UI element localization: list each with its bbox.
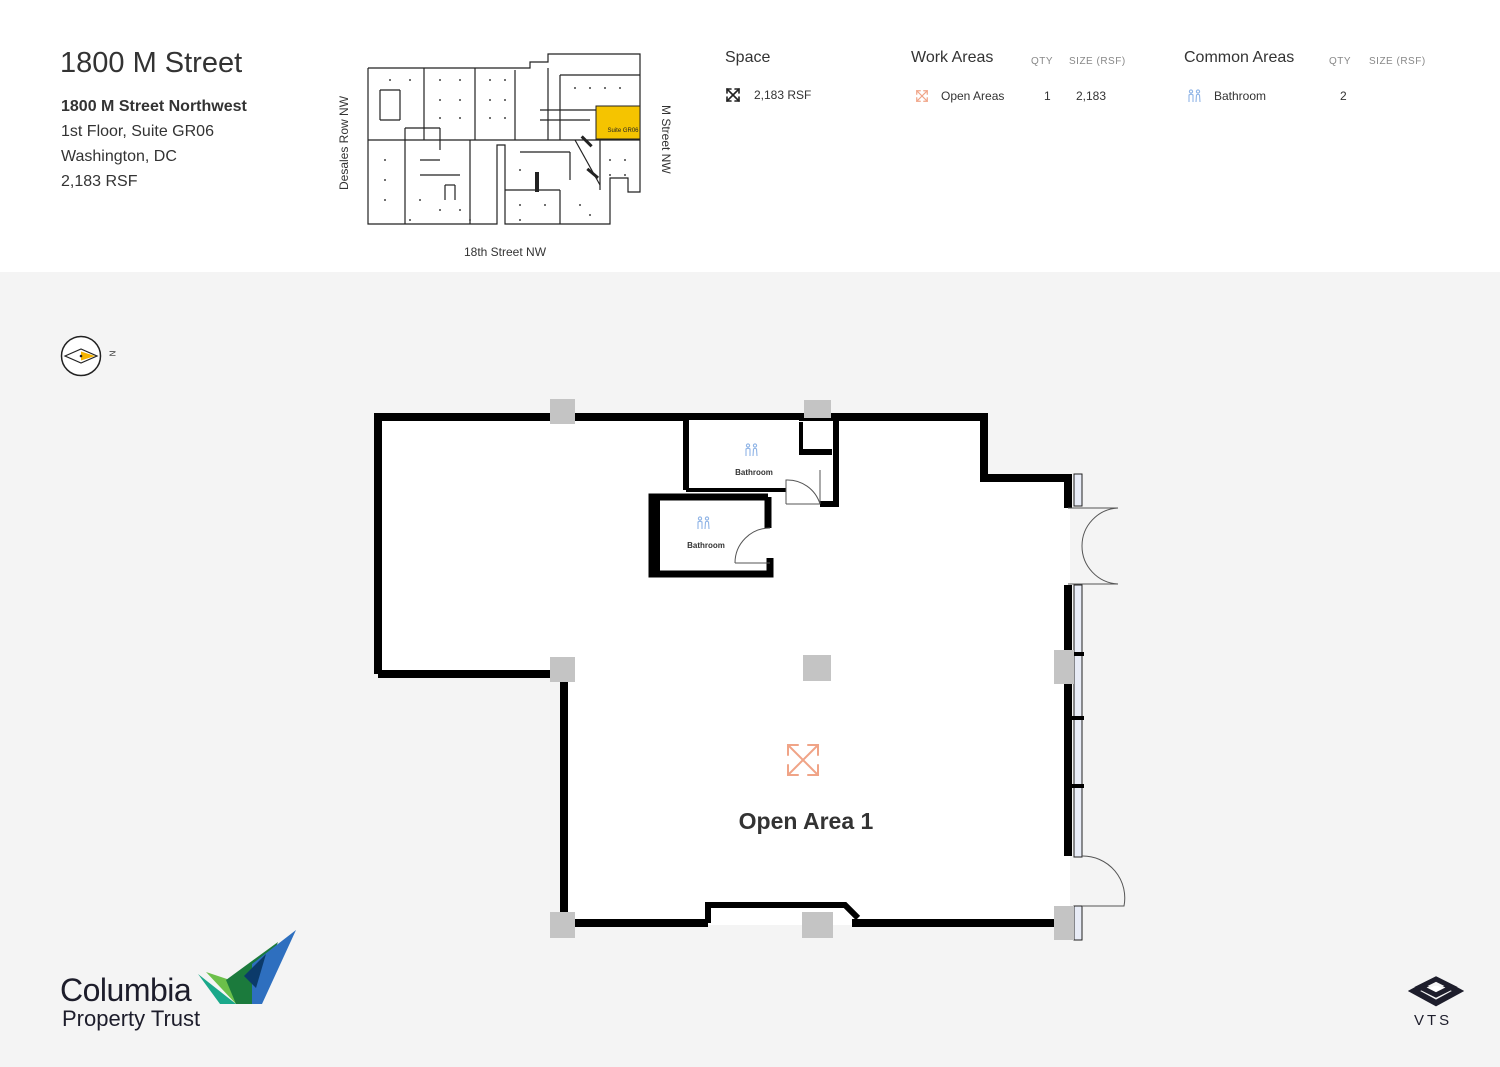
- work-area-row-qty: 1: [1044, 89, 1051, 103]
- common-area-row-label: Bathroom: [1214, 89, 1267, 103]
- logo-text-line1: Columbia: [60, 972, 192, 1008]
- restroom-icon: [697, 516, 710, 530]
- building-key-map: Suite GR06 Desales Row NW M Street NW 18…: [337, 53, 673, 259]
- vts-logo-text: VTS: [1414, 1012, 1453, 1029]
- restroom-icon: [745, 443, 758, 457]
- open-area-icon: [916, 90, 928, 102]
- open-area-icon: [787, 744, 819, 776]
- work-areas-heading: Work Areas: [911, 49, 994, 66]
- address-line: 1800 M Street Northwest: [61, 98, 247, 115]
- work-areas-qty-header: QTY: [1031, 56, 1054, 67]
- keymap-suite-label: Suite GR06: [607, 128, 639, 134]
- street-label-bottom: 18th Street NW: [464, 245, 547, 259]
- space-heading: Space: [725, 49, 771, 66]
- header-panel: [0, 0, 1500, 272]
- highlighted-suite: [595, 105, 641, 140]
- columbia-property-trust-logo: Columbia Property Trust: [58, 928, 308, 1038]
- common-areas-qty-header: QTY: [1329, 56, 1352, 67]
- street-label-right: M Street NW: [659, 105, 673, 174]
- common-area-row-qty: 2: [1340, 89, 1347, 103]
- page-title: 1800 M Street: [60, 47, 243, 79]
- compass-icon: [60, 335, 102, 377]
- vts-logo-mark: [1407, 975, 1465, 1007]
- logo-text-line2: Property Trust: [62, 1006, 201, 1031]
- expand-arrows-icon: [726, 88, 740, 102]
- common-areas-heading: Common Areas: [1184, 49, 1295, 66]
- work-area-row-label: Open Areas: [941, 89, 1005, 103]
- street-label-left: Desales Row NW: [337, 95, 351, 190]
- room-label-bathroom-2: Bathroom: [687, 541, 725, 550]
- area-rsf: 2,183 RSF: [61, 173, 138, 190]
- room-label-bathroom-1: Bathroom: [735, 468, 773, 477]
- work-areas-size-header: SIZE (RSF): [1069, 56, 1126, 67]
- floor-suite: 1st Floor, Suite GR06: [61, 123, 214, 140]
- restroom-icon: [1188, 89, 1201, 103]
- space-value: 2,183 RSF: [754, 88, 812, 102]
- suite-address-block: 1800 M Street Northwest 1st Floor, Suite…: [61, 94, 247, 194]
- vts-logo: VTS: [1407, 975, 1465, 1035]
- work-area-row-size: 2,183: [1076, 89, 1107, 103]
- logo-mark: [198, 930, 296, 1004]
- common-areas-size-header: SIZE (RSF): [1369, 56, 1426, 67]
- city: Washington, DC: [61, 148, 177, 165]
- open-area-label: Open Area 1: [739, 808, 874, 834]
